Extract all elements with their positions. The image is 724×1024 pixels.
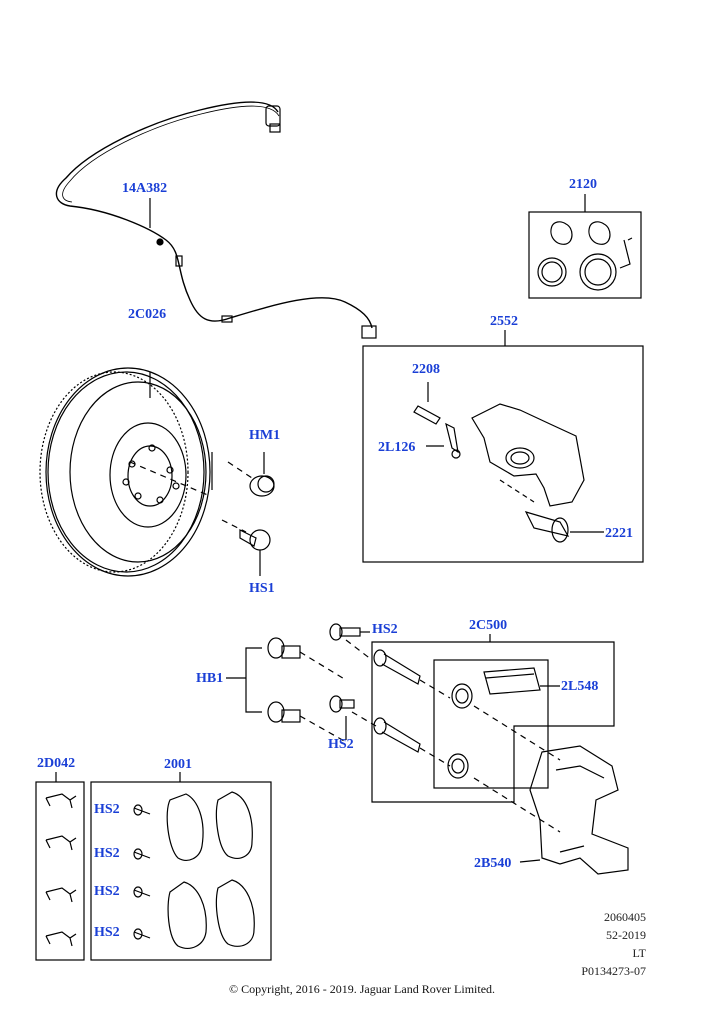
brake-disc: [39, 367, 213, 577]
ref-code-2: 52-2019: [606, 928, 646, 942]
callout-2D042[interactable]: 2D042: [37, 756, 76, 771]
callout-2C500[interactable]: 2C500: [469, 618, 508, 633]
callout-2208[interactable]: 2208: [412, 362, 440, 377]
callout-2L126[interactable]: 2L126: [378, 440, 416, 455]
callout-2221[interactable]: 2221: [605, 526, 633, 541]
callout-HS2-c[interactable]: HS2: [94, 884, 120, 899]
callout-2C026[interactable]: 2C026: [128, 307, 167, 322]
callout-HS2-d[interactable]: HS2: [94, 925, 120, 940]
carrier-kit-box: [371, 634, 615, 833]
brake-wear-sensor: [55, 101, 377, 339]
carrier-bolts: [226, 623, 377, 743]
callout-2L548[interactable]: 2L548: [561, 679, 599, 694]
callout-HS2-mid[interactable]: HS2: [328, 737, 354, 752]
ref-code-1: 2060405: [604, 910, 646, 924]
callout-HS1[interactable]: HS1: [249, 581, 275, 596]
callout-HS2-top[interactable]: HS2: [372, 622, 398, 637]
callout-2B540[interactable]: 2B540: [474, 856, 512, 871]
spring-clips-box: [35, 772, 85, 961]
copyright-notice: © Copyright, 2016 - 2019. Jaguar Land Ro…: [228, 982, 496, 996]
seal-kit-box: [528, 194, 642, 299]
callout-2120[interactable]: 2120: [569, 177, 597, 192]
callout-HS2-a[interactable]: HS2: [94, 802, 120, 817]
callout-2552[interactable]: 2552: [490, 314, 518, 329]
callout-HB1[interactable]: HB1: [196, 671, 224, 686]
ref-code-3: LT: [632, 946, 646, 960]
hub-nut: [227, 452, 275, 497]
pad-kit-box: [90, 772, 272, 961]
caliper-box: [362, 330, 644, 563]
disc-screw: [221, 519, 271, 576]
callout-2001[interactable]: 2001: [164, 757, 192, 772]
ref-code-4: P0134273-07: [581, 964, 646, 978]
callout-HM1[interactable]: HM1: [249, 428, 281, 443]
callout-14A382[interactable]: 14A382: [122, 181, 168, 196]
caliper-carrier: [519, 745, 629, 875]
callout-HS2-b[interactable]: HS2: [94, 846, 120, 861]
